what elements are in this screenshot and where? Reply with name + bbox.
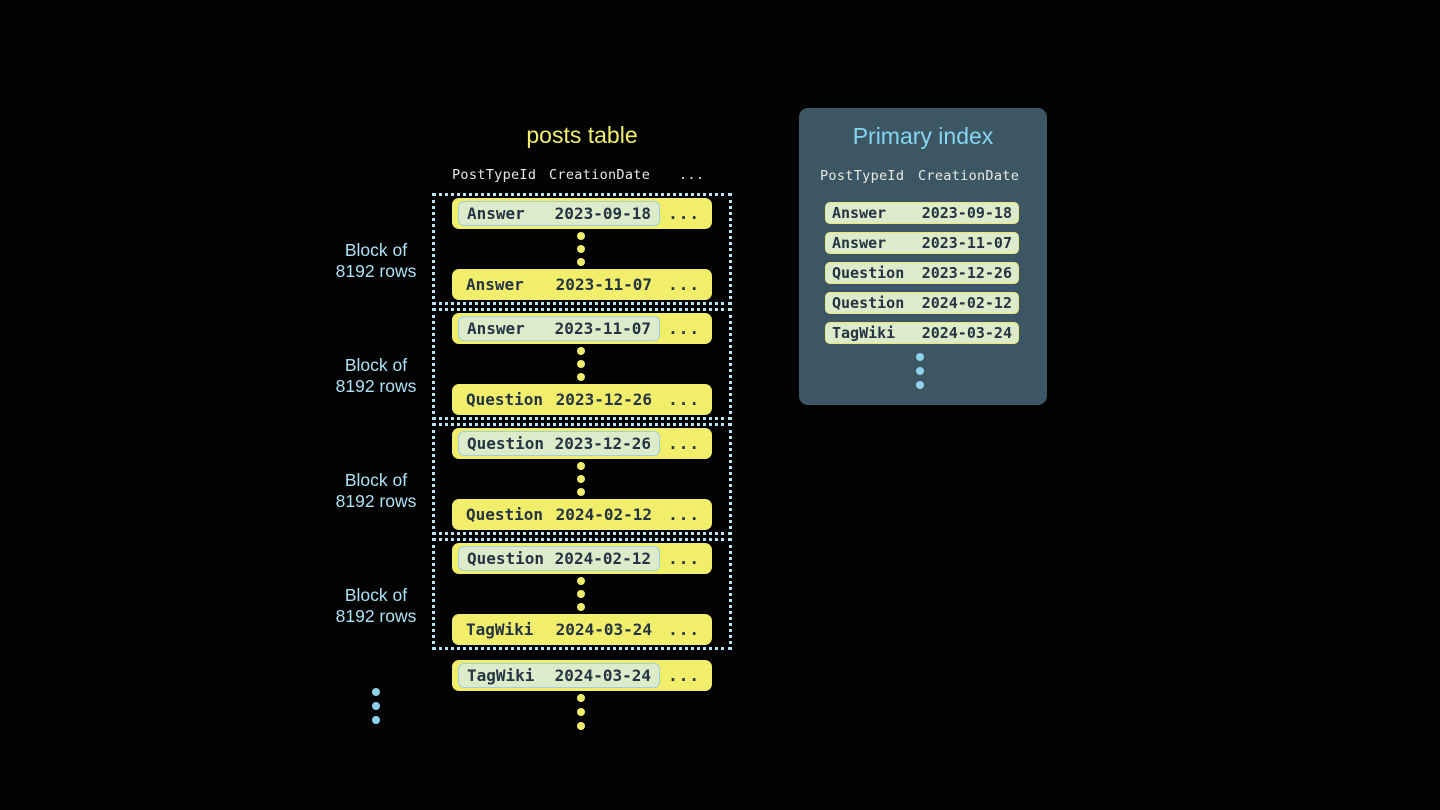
creation-date: 2024-03-24 <box>554 666 651 685</box>
posts-block-3: Question 2023-12-26 ... Question 2024-02… <box>432 423 732 535</box>
row-ellipsis: ... <box>668 390 700 409</box>
creation-date: 2023-11-07 <box>921 234 1012 252</box>
post-type: Answer <box>832 204 887 222</box>
post-type: TagWiki <box>832 324 896 342</box>
more-index-entries-dots <box>916 353 924 389</box>
rows-ellipsis-dots <box>577 462 585 496</box>
index-entry-row: Question 2024-02-12 <box>825 292 1019 314</box>
block3-first-row: Question 2023-12-26 ... <box>452 428 712 459</box>
creation-date: 2024-03-24 <box>921 324 1012 342</box>
primary-index-panel: Primary index PostTypeId CreationDate An… <box>799 108 1047 405</box>
post-type: Question <box>467 549 545 568</box>
creation-date: 2023-12-26 <box>921 264 1012 282</box>
posts-table-title: posts table <box>526 122 638 148</box>
post-type: Answer <box>467 204 525 223</box>
indexed-entry-highlight: Answer 2023-09-18 <box>458 201 660 226</box>
more-rows-dots <box>577 694 585 730</box>
block4-last-row: TagWiki 2024-03-24 ... <box>452 614 712 645</box>
primary-index-title: Primary index <box>852 123 994 149</box>
indexed-entry-highlight: TagWiki 2024-03-24 <box>458 663 660 688</box>
entry-values: Answer 2023-11-07 <box>458 272 660 297</box>
row-ellipsis: ... <box>668 434 700 453</box>
indexed-entry-highlight: Question 2024-02-12 <box>458 546 660 571</box>
index-entry-row: Answer 2023-09-18 <box>825 202 1019 224</box>
post-type: TagWiki <box>467 666 535 685</box>
post-type: Answer <box>832 234 887 252</box>
indexed-entry-highlight: Question 2023-12-26 <box>458 431 660 456</box>
entry-values: Question 2024-02-12 <box>458 502 660 527</box>
posts-column-ellipsis: ... <box>679 167 705 183</box>
creation-date: 2023-09-18 <box>554 204 651 223</box>
entry-values: TagWiki 2024-03-24 <box>458 617 660 642</box>
creation-date: 2024-03-24 <box>555 620 652 639</box>
block1-first-row: Answer 2023-09-18 ... <box>452 198 712 229</box>
posts-block-1: Answer 2023-09-18 ... Answer 2023-11-07 … <box>432 193 732 305</box>
post-type: TagWiki <box>466 620 534 639</box>
creation-date: 2023-09-18 <box>921 204 1012 222</box>
block2-first-row: Answer 2023-11-07 ... <box>452 313 712 344</box>
post-type: Question <box>466 390 544 409</box>
index-entry-row: Answer 2023-11-07 <box>825 232 1019 254</box>
index-column-creationdate: CreationDate <box>918 168 1020 184</box>
row-ellipsis: ... <box>668 549 700 568</box>
row-ellipsis: ... <box>668 319 700 338</box>
post-type: Question <box>467 434 545 453</box>
index-column-posttypeid: PostTypeId <box>820 168 905 184</box>
post-type: Question <box>832 264 905 282</box>
row-ellipsis: ... <box>668 505 700 524</box>
block4-first-row: Question 2024-02-12 ... <box>452 543 712 574</box>
block1-size-label: Block of 8192 rows <box>335 240 417 281</box>
index-entry-row: Question 2023-12-26 <box>825 262 1019 284</box>
block1-last-row: Answer 2023-11-07 ... <box>452 269 712 300</box>
row-ellipsis: ... <box>668 275 700 294</box>
post-type: Answer <box>466 275 524 294</box>
block3-last-row: Question 2024-02-12 ... <box>452 499 712 530</box>
creation-date: 2023-12-26 <box>554 434 651 453</box>
block2-last-row: Question 2023-12-26 ... <box>452 384 712 415</box>
rows-ellipsis-dots <box>577 577 585 611</box>
rows-ellipsis-dots <box>577 232 585 266</box>
block4-size-label: Block of 8192 rows <box>335 585 417 626</box>
creation-date: 2023-11-07 <box>555 275 652 294</box>
creation-date: 2024-02-12 <box>921 294 1012 312</box>
posts-block-4: Question 2024-02-12 ... TagWiki 2024-03-… <box>432 538 732 650</box>
index-entry-row: TagWiki 2024-03-24 <box>825 322 1019 344</box>
row-ellipsis: ... <box>668 620 700 639</box>
post-type: Question <box>466 505 544 524</box>
post-type: Answer <box>467 319 525 338</box>
posts-block-2: Answer 2023-11-07 ... Question 2023-12-2… <box>432 308 732 420</box>
creation-date: 2024-02-12 <box>555 505 652 524</box>
posts-column-posttypeid: PostTypeId <box>452 167 537 183</box>
next-block-first-row: TagWiki 2024-03-24 ... <box>452 660 712 691</box>
post-type: Question <box>832 294 905 312</box>
block2-size-label: Block of 8192 rows <box>335 355 417 396</box>
entry-values: Question 2023-12-26 <box>458 387 660 412</box>
creation-date: 2024-02-12 <box>554 549 651 568</box>
creation-date: 2023-12-26 <box>555 390 652 409</box>
indexed-entry-highlight: Answer 2023-11-07 <box>458 316 660 341</box>
rows-ellipsis-dots <box>577 347 585 381</box>
creation-date: 2023-11-07 <box>554 319 651 338</box>
more-blocks-dots <box>372 688 380 724</box>
row-ellipsis: ... <box>668 666 700 685</box>
row-ellipsis: ... <box>668 204 700 223</box>
block3-size-label: Block of 8192 rows <box>335 470 417 511</box>
posts-column-creationdate: CreationDate <box>549 167 651 183</box>
